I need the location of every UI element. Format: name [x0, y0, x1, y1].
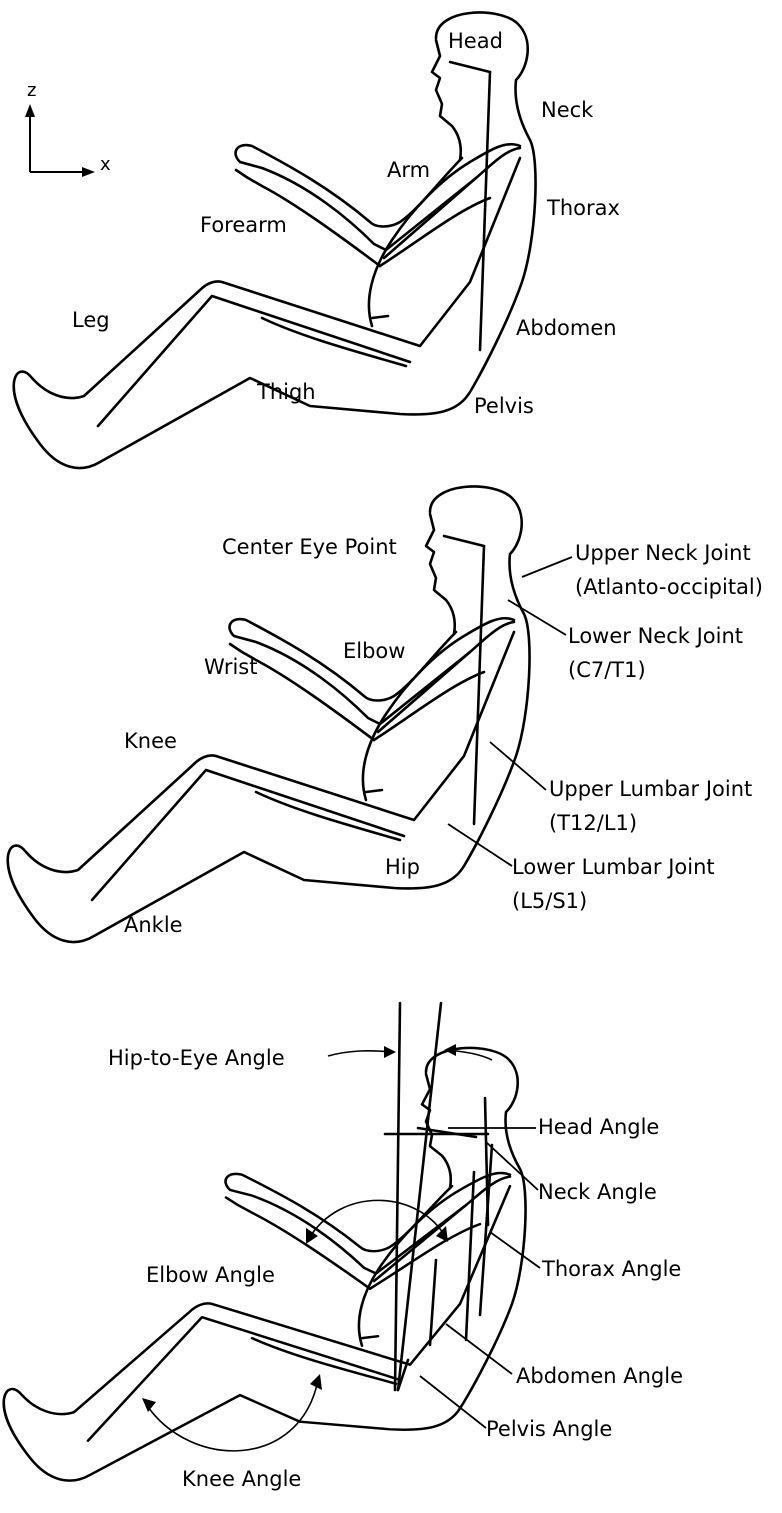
abdomen-line: [466, 1172, 474, 1340]
label-elbow-angle: Elbow Angle: [146, 1263, 275, 1287]
leader-abdomen-angle: [446, 1324, 512, 1374]
label-thorax: Thorax: [546, 196, 620, 220]
label-lower-lumbar-joint: Lower Lumbar Joint: [512, 855, 715, 879]
leader-upper-neck: [522, 557, 572, 577]
head-vertical-line: [485, 1098, 488, 1225]
label-lower-neck-joint-sub: (C7/T1): [568, 658, 646, 682]
label-elbow: Elbow: [343, 639, 405, 663]
label-lower-neck-joint: Lower Neck Joint: [568, 624, 743, 648]
label-wrist: Wrist: [204, 655, 257, 679]
label-upper-lumbar-joint: Upper Lumbar Joint: [549, 777, 752, 801]
label-arm: Arm: [387, 158, 430, 182]
panel-joints: Center Eye Point Upper Neck Joint (Atlan…: [8, 486, 763, 942]
label-abdomen-angle: Abdomen Angle: [516, 1364, 683, 1388]
leader-pelvis-angle: [420, 1376, 486, 1428]
label-knee-angle: Knee Angle: [182, 1467, 301, 1491]
leader-thorax-angle: [490, 1232, 540, 1268]
knee-angle-arc: [142, 1374, 322, 1451]
label-thigh: Thigh: [256, 380, 316, 404]
leader-lower-neck: [508, 600, 566, 635]
label-hip-to-eye-angle: Hip-to-Eye Angle: [108, 1046, 285, 1070]
label-knee: Knee: [124, 729, 177, 753]
label-pelvis: Pelvis: [474, 394, 534, 418]
vertical-reference-line: [395, 1003, 400, 1390]
panel-angles: Hip-to-Eye Angle Head Angle Neck Angle E…: [4, 1003, 683, 1491]
label-lower-lumbar-joint-sub: (L5/S1): [512, 889, 587, 913]
x-axis-label: x: [100, 154, 111, 175]
label-upper-neck-joint-sub: (Atlanto-occipital): [575, 575, 763, 599]
label-pelvis-angle: Pelvis Angle: [486, 1417, 612, 1441]
label-ankle: Ankle: [124, 913, 183, 937]
label-upper-lumbar-joint-sub: (T12/L1): [549, 811, 637, 835]
z-axis-label: z: [27, 80, 36, 101]
label-upper-neck-joint: Upper Neck Joint: [575, 541, 751, 565]
label-leg: Leg: [72, 308, 110, 332]
label-abdomen: Abdomen: [516, 316, 617, 340]
label-forearm: Forearm: [200, 213, 287, 237]
label-head-angle: Head Angle: [538, 1115, 659, 1139]
hip-to-eye-line: [398, 1003, 441, 1390]
label-center-eye-point: Center Eye Point: [222, 535, 397, 559]
label-neck-angle: Neck Angle: [538, 1180, 657, 1204]
axes-icon: [25, 104, 95, 177]
label-head: Head: [448, 29, 503, 53]
label-hip: Hip: [385, 855, 420, 879]
label-neck: Neck: [541, 98, 594, 122]
label-thorax-angle: Thorax Angle: [541, 1257, 681, 1281]
panel-body-segments: z x Head Neck Arm Thorax Forearm Leg Abd…: [14, 12, 620, 468]
leader-lower-lumbar: [448, 824, 512, 866]
hip-to-eye-angle-arrows: [328, 1044, 492, 1060]
